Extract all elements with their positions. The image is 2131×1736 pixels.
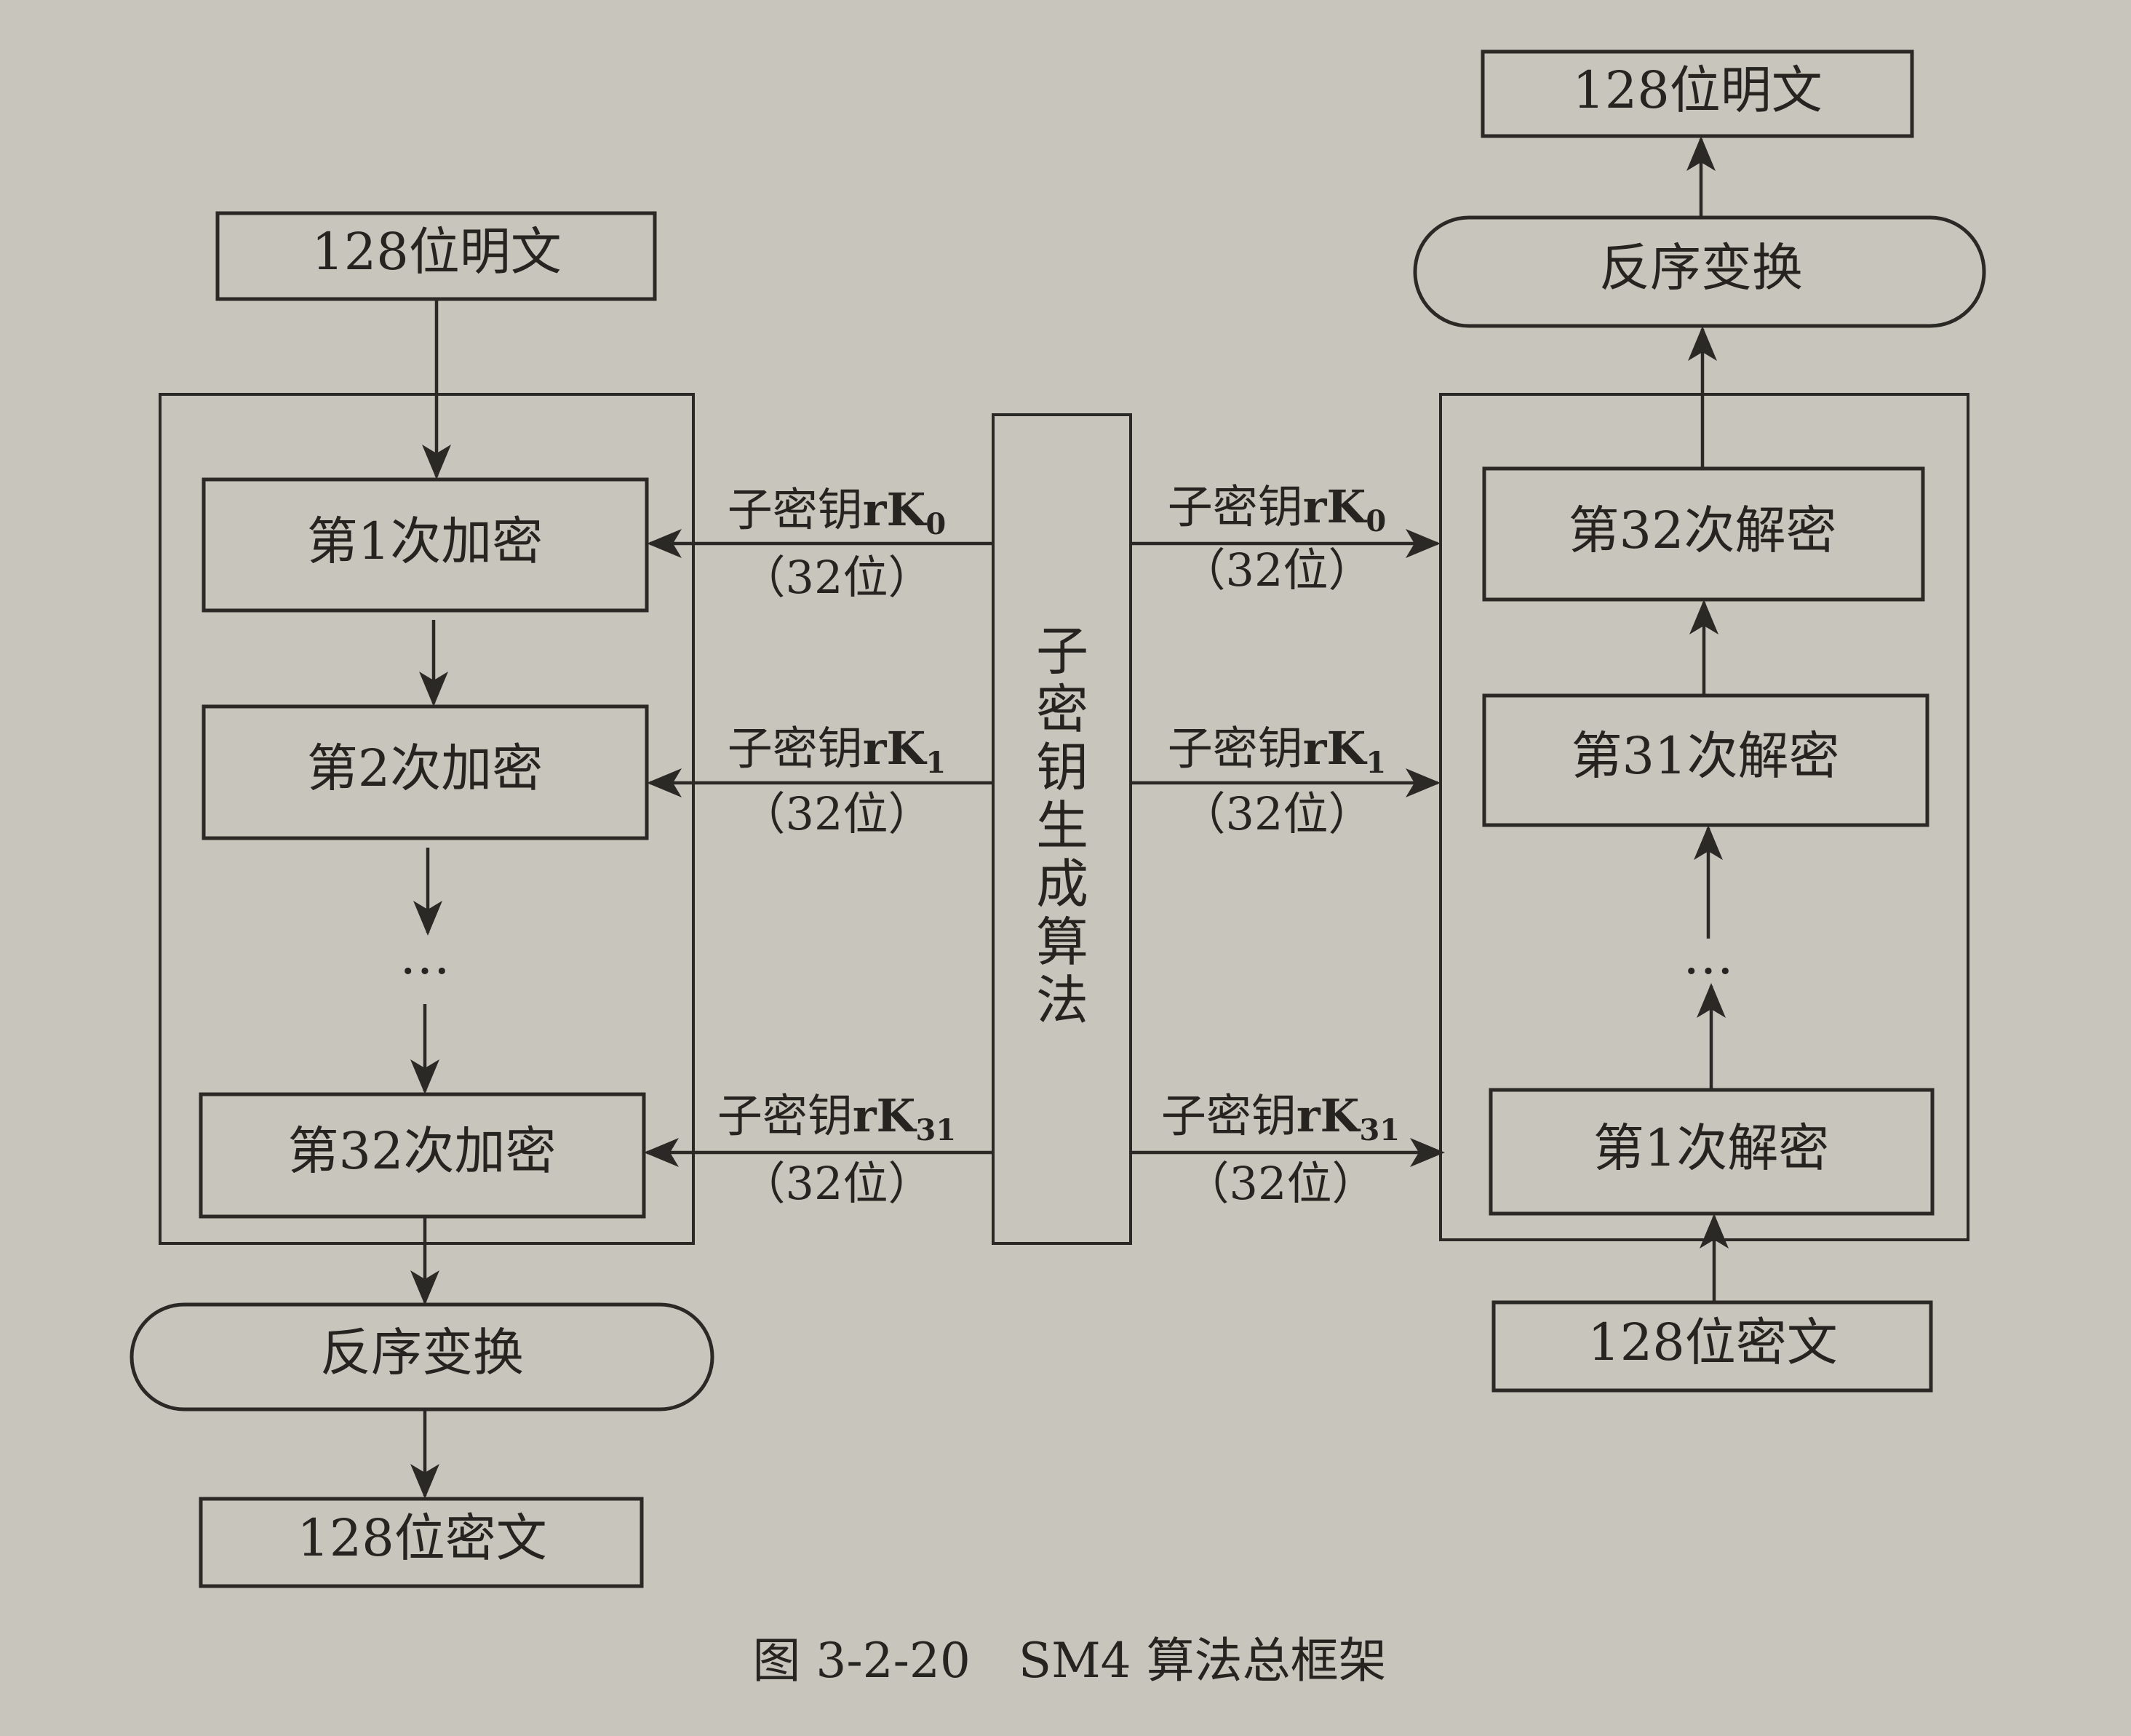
key-schedule: 子 密 钥 生 成 算 法 — [992, 413, 1132, 1245]
decrypt-round-1-label: 第1次解密 — [1593, 1118, 1830, 1178]
plaintext-output-label: 128位明文 — [1572, 60, 1823, 120]
ciphertext-input-label: 128位密文 — [1588, 1313, 1838, 1372]
decryption-flow: 128位明文 反序变换 第32次解密 第31次解密 … 第1次解密 128位密文 — [1413, 49, 1986, 1393]
subkey-31-label-left: 子密钥rK31 — [717, 1089, 956, 1147]
encrypt-round-2-label: 第2次加密 — [307, 738, 543, 798]
key-schedule-box — [992, 413, 1132, 1245]
subkey-1-bits-left: （32位） — [741, 787, 933, 840]
subkey-0-label-left: 子密钥rK0 — [728, 483, 946, 541]
subkey-1-bits-right: （32位） — [1181, 787, 1374, 840]
subkey-0-label-right: 子密钥rK0 — [1168, 480, 1386, 538]
encrypt-ellipsis: … — [399, 926, 450, 986]
encryption-rounds-frame — [159, 393, 695, 1245]
encryption-flow: 128位明文 第1次加密 第2次加密 … 第32次加密 反序变换 128位密文 — [130, 211, 714, 1588]
subkey-31-bits-left: （32位） — [741, 1157, 933, 1210]
plaintext-input-label: 128位明文 — [311, 222, 562, 282]
ciphertext-output-box — [199, 1497, 644, 1588]
subkey-31-label-right: 子密钥rK31 — [1161, 1089, 1400, 1147]
key-schedule-char: 子 — [1036, 621, 1088, 682]
ciphertext-output-label: 128位密文 — [297, 1508, 547, 1568]
subkey-0-bits-right: （32位） — [1181, 544, 1374, 597]
key-schedule-char: 法 — [1036, 970, 1088, 1031]
decrypt-reverse-label: 反序变换 — [1599, 238, 1803, 298]
subkey-arrows: 子密钥rK0 （32位） 子密钥rK0 （32位） 子密钥rK1 （32位） 子… — [644, 480, 1445, 1210]
encrypt-round-1-label: 第1次加密 — [307, 511, 543, 571]
ciphertext-input-box — [1491, 1300, 1933, 1393]
decrypt-ellipsis: … — [1683, 926, 1734, 986]
figure-caption: 图 3-2-20 SM4 算法总框架 — [752, 1633, 1386, 1689]
key-schedule-char: 生 — [1036, 795, 1088, 856]
subkey-0-bits-left: （32位） — [741, 551, 933, 604]
subkey-1-label-left: 子密钥rK1 — [728, 722, 946, 780]
encrypt-reverse-transform — [130, 1302, 714, 1412]
subkey-1-label-right: 子密钥rK1 — [1168, 722, 1386, 780]
subkey-31-bits-right: （32位） — [1184, 1157, 1377, 1210]
decrypt-round-32-label: 第32次解密 — [1568, 501, 1836, 560]
decrypt-round-31-label: 第31次解密 — [1571, 726, 1839, 786]
encrypt-reverse-label: 反序变换 — [320, 1323, 524, 1382]
key-schedule-char: 钥 — [1036, 737, 1088, 798]
key-schedule-char: 密 — [1036, 679, 1088, 740]
encrypt-round-32-label: 第32次加密 — [287, 1121, 556, 1181]
key-schedule-char: 算 — [1036, 912, 1088, 973]
key-schedule-char: 成 — [1036, 853, 1088, 915]
